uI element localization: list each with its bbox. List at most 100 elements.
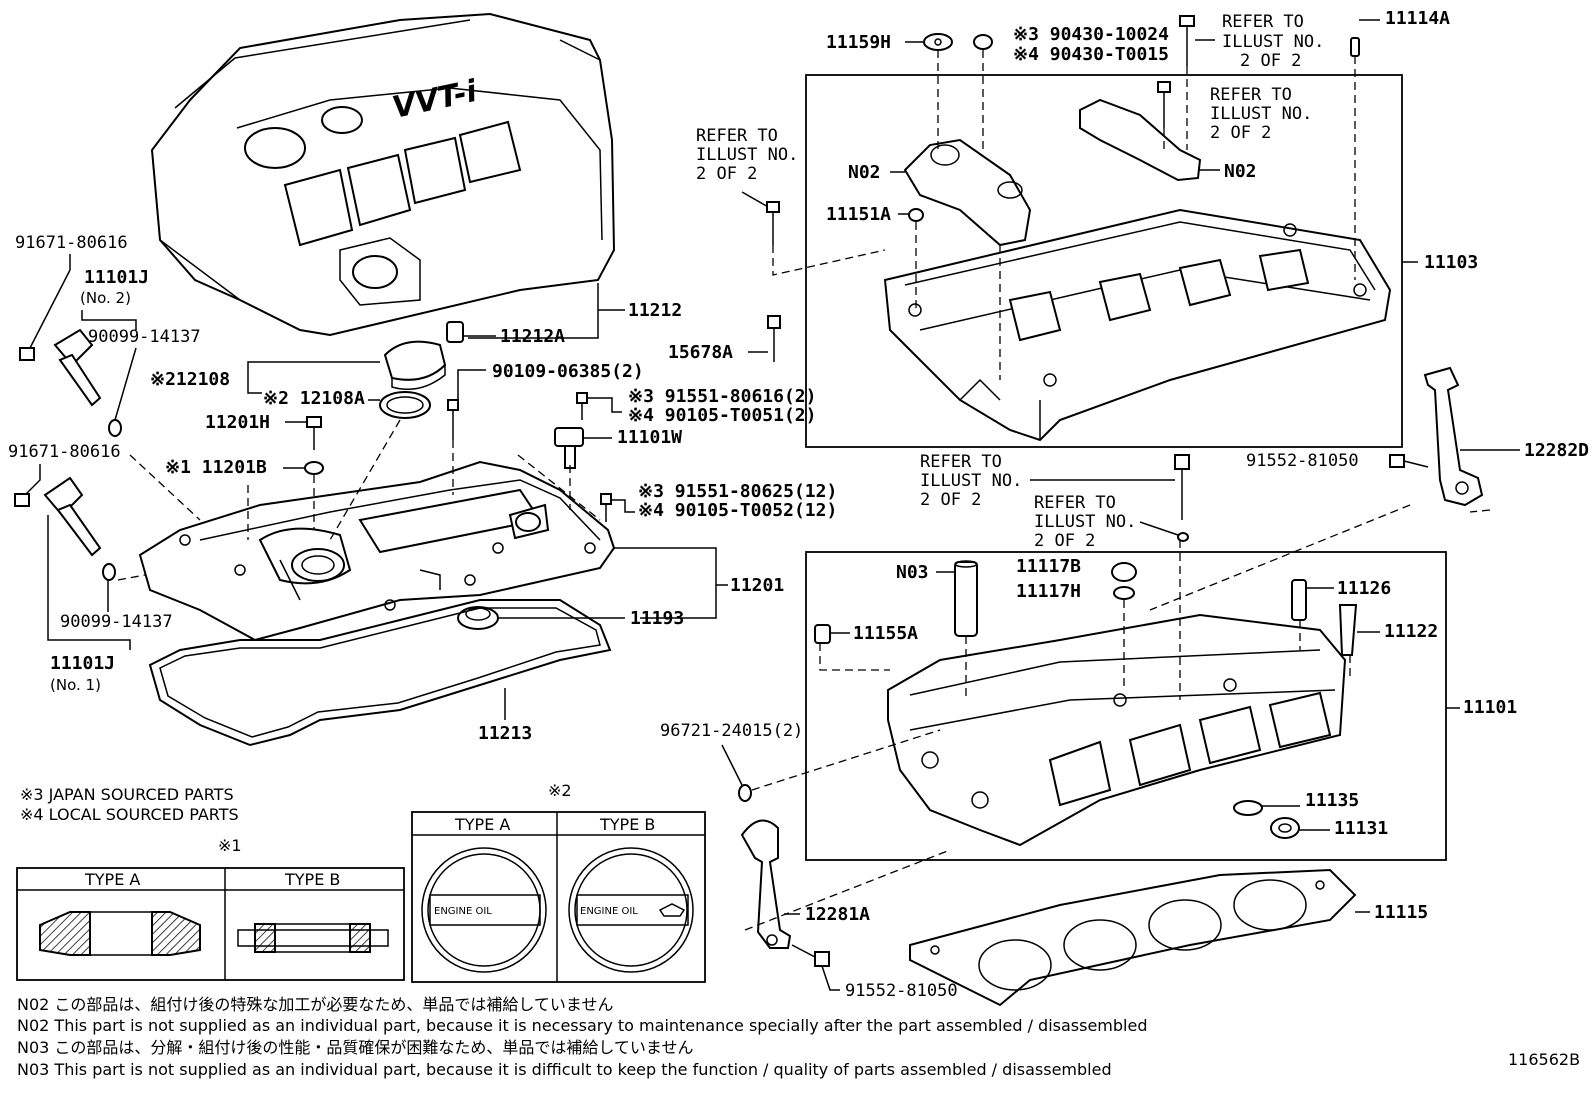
label-91551-80616: ※3 91551-80616(2): [628, 386, 816, 407]
table2-type-a: TYPE A: [454, 815, 510, 834]
label-12282D: 12282D: [1524, 440, 1589, 461]
label-no2: (No. 2): [80, 289, 131, 307]
pin-11151A: [908, 208, 924, 222]
label-90430-T0015: ※4 90430-T0015: [1013, 44, 1169, 65]
label-11117B: 11117B: [1016, 556, 1081, 577]
table1-mark: ※1: [218, 836, 242, 855]
head-bolt-refer: [1174, 454, 1190, 520]
note-N03-en: N03 This part is not supplied as an indi…: [17, 1060, 1112, 1079]
engine-hanger-12281A: [740, 819, 792, 949]
refer-mid-2: ILLUST NO.: [1210, 104, 1312, 124]
head-gasket-11115: [909, 868, 1357, 1007]
label-12108A: ※2 12108A: [263, 388, 365, 409]
oil-control-valve-no2: [19, 328, 122, 437]
plate-11159H: [923, 33, 953, 51]
table2-mark: ※2: [548, 781, 572, 800]
label-91671-80616-b: 91671-80616: [8, 442, 121, 462]
label-12108: ※212108: [150, 369, 230, 390]
oil-filler-cap-12108: [379, 340, 447, 419]
refer-mid-1: REFER TO: [1210, 85, 1292, 105]
note-N02-en: N02 This part is not supplied as an indi…: [17, 1016, 1147, 1035]
label-N02-right: N02: [1224, 161, 1257, 182]
illustration-ref-number: 116562B: [1508, 1050, 1580, 1069]
table2-cap-text-b: ENGINE OIL: [580, 906, 638, 917]
label-11155A: 11155A: [853, 623, 918, 644]
table1-type-a: TYPE A: [84, 870, 140, 889]
label-N03: N03: [896, 562, 929, 583]
cam-bearing-cap-N02-left: [903, 138, 1032, 247]
guide-11122: [1338, 604, 1358, 656]
table2-type-b: TYPE B: [599, 815, 655, 834]
bolt-top-refer: [1179, 15, 1195, 66]
plug-11117B: [1111, 562, 1137, 582]
label-no1: (No. 1): [50, 676, 101, 694]
valve-cover-gasket-11213: [148, 599, 612, 747]
label-90099-14137-a: 90099-14137: [88, 327, 201, 347]
refer-mid-3: 2 OF 2: [1210, 123, 1271, 143]
label-11159H: 11159H: [826, 32, 891, 53]
plug-tube-gasket-11193: [457, 606, 499, 630]
bolt-left-refer: [766, 201, 780, 245]
refer-c1-2: ILLUST NO.: [920, 471, 1022, 491]
label-11103: 11103: [1424, 252, 1478, 273]
pin-11155A: [814, 624, 831, 644]
label-11151A: 11151A: [826, 204, 891, 225]
grommet-11212A: [446, 321, 464, 343]
label-11115: 11115: [1374, 902, 1428, 923]
refer-c2-1: REFER TO: [1034, 493, 1116, 513]
refer-c1-1: REFER TO: [920, 452, 1002, 472]
grommet-11201B: [304, 461, 324, 475]
cam-housing-frame: [805, 74, 1403, 448]
label-11101J-no1: 11101J: [50, 653, 115, 674]
cam-bearing-cap-N02-right: [1079, 98, 1202, 182]
label-11212: 11212: [628, 300, 682, 321]
refer-c2-3: 2 OF 2: [1034, 531, 1095, 551]
label-96721-24015: 96721-24015(2): [660, 721, 803, 741]
note-N03-jp: N03 この部品は、分解・組付け後の性能・品質確保が困難なため、単品では補給して…: [17, 1038, 693, 1057]
refer-left-3: 2 OF 2: [696, 164, 757, 184]
label-11135: 11135: [1305, 790, 1359, 811]
table1-type-b: TYPE B: [284, 870, 340, 889]
legend-local: ※4 LOCAL SOURCED PARTS: [20, 805, 239, 824]
guide-11126: [1291, 579, 1307, 621]
pin-11114A: [1350, 37, 1360, 57]
legend-japan: ※3 JAPAN SOURCED PARTS: [20, 785, 234, 804]
bolt-91552-81050-a: [1389, 454, 1429, 468]
bolt-mid-refer: [1157, 81, 1171, 128]
label-11126: 11126: [1337, 578, 1391, 599]
engine-cover: VVT-i: [150, 12, 616, 337]
label-91671-80616-a: 91671-80616: [15, 233, 128, 253]
refer-top-1: REFER TO: [1222, 12, 1304, 32]
refer-c2-2: ILLUST NO.: [1034, 512, 1136, 532]
label-11201B: ※1 11201B: [165, 457, 267, 478]
label-11101W: 11101W: [617, 427, 682, 448]
gasket-90430: [973, 34, 993, 50]
label-91552-81050-a: 91552-81050: [1246, 451, 1359, 471]
label-15678A: 15678A: [668, 342, 733, 363]
label-11193: 11193: [630, 608, 684, 629]
bolt-91552-81050-b: [791, 944, 830, 967]
label-11101J-no2: 11101J: [84, 267, 149, 288]
label-90105-T0051: ※4 90105-T0051(2): [628, 405, 816, 426]
label-11201H: 11201H: [205, 412, 270, 433]
o-ring-96721: [738, 784, 752, 802]
stud-bolt-90109: [447, 399, 459, 440]
pipe-N03: [954, 560, 978, 637]
label-12281A: 12281A: [805, 904, 870, 925]
label-91552-81050-b: 91552-81050: [845, 981, 958, 1001]
label-90099-14137-b: 90099-14137: [60, 612, 173, 632]
label-11117H: 11117H: [1016, 581, 1081, 602]
label-11101: 11101: [1463, 697, 1517, 718]
refer-top-3: 2 OF 2: [1240, 51, 1301, 71]
oil-cap-type-table: TYPE A TYPE B ENGINE OIL ENGINE OIL: [411, 811, 706, 983]
cam-housing-11103: [883, 208, 1392, 442]
cylinder-head-11101: [887, 613, 1347, 847]
seal-11131: [1270, 817, 1300, 839]
cylinder-head-frame: [805, 551, 1447, 861]
label-90109-06385: 90109-06385(2): [492, 361, 644, 382]
head-washer-refer: [1177, 532, 1189, 542]
stud-15678A: [767, 315, 781, 362]
refer-top-2: ILLUST NO.: [1222, 32, 1324, 52]
table2-cap-text-a: ENGINE OIL: [434, 906, 492, 917]
